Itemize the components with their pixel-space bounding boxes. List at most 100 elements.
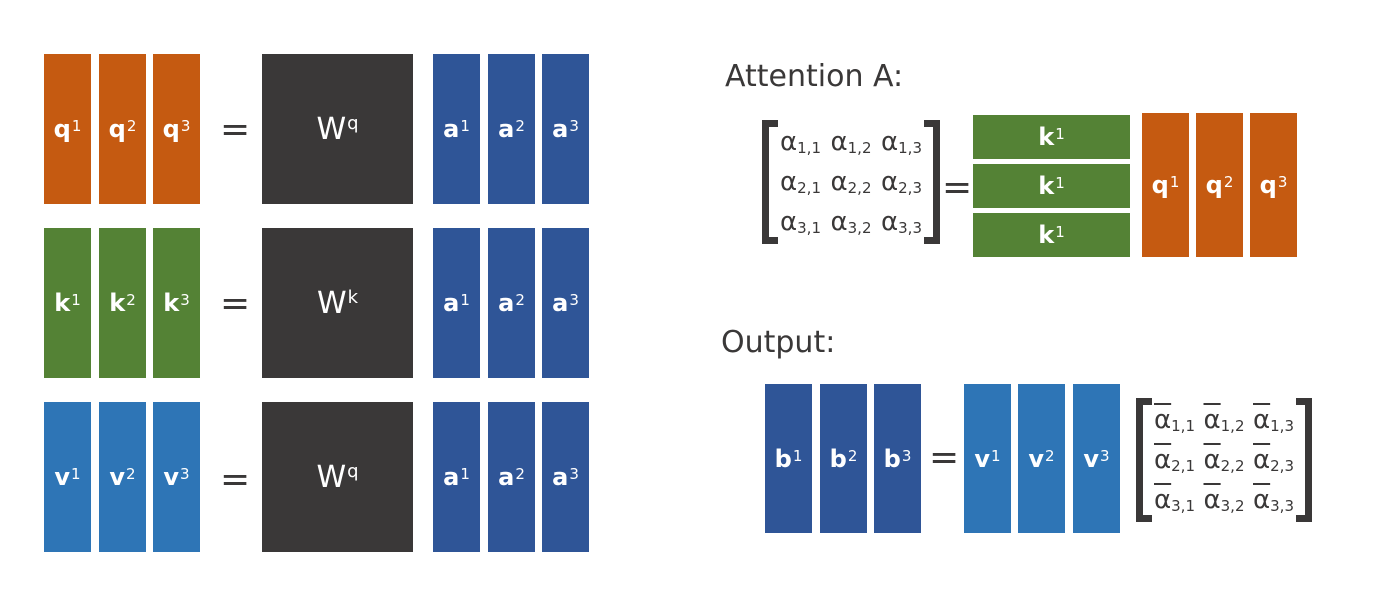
vector-superscript: 1 <box>71 291 81 309</box>
alpha-hat-cell: α1,3 <box>1253 404 1294 435</box>
vector-label: k <box>163 289 180 317</box>
equals-sign: = <box>220 109 251 150</box>
vector-superscript: 1 <box>792 446 803 465</box>
matrix-row: α1,1 α1,2 α1,3 <box>1154 398 1294 442</box>
vector-label: k <box>109 289 126 317</box>
matrix-label: W <box>316 459 347 495</box>
vector-label: q <box>1205 171 1223 199</box>
vector-superscript: 1 <box>1055 174 1065 192</box>
alpha-cell: α3,1 <box>780 206 821 237</box>
equals-sign: = <box>942 167 973 208</box>
vector-superscript: 1 <box>991 446 1001 465</box>
alpha-cell: α1,2 <box>830 126 872 157</box>
alpha-cell: α1,1 <box>780 126 821 157</box>
vector-superscript: 2 <box>515 291 525 309</box>
left-bracket <box>1136 398 1152 522</box>
matrix-superscript: q <box>347 460 359 482</box>
attention-matrix: α1,1 α1,2 α1,3 α2,1 α2,2 α2,3 α3,1 α3,2 … <box>762 120 940 244</box>
vector-label: v <box>1083 444 1100 473</box>
alpha-hat-cell: α2,2 <box>1203 444 1245 475</box>
vector-superscript: 2 <box>126 291 136 309</box>
vector-superscript: 1 <box>1055 223 1065 241</box>
vector-label: a <box>552 463 569 491</box>
equals-sign: = <box>220 283 251 324</box>
vector-superscript: 1 <box>71 117 82 135</box>
vector-label: a <box>443 115 460 143</box>
vector-superscript: 3 <box>1277 173 1288 191</box>
vector-superscript: 1 <box>71 465 81 483</box>
vector-label: b <box>883 444 901 473</box>
alpha-hat-cell: α1,2 <box>1203 404 1245 435</box>
vector-label: v <box>109 463 126 491</box>
vector-label: q <box>108 115 126 143</box>
equals-sign: = <box>929 437 960 478</box>
vector-label: b <box>774 444 792 473</box>
vector-superscript: 1 <box>1055 125 1065 143</box>
right-bracket <box>924 120 940 244</box>
vector-superscript: 1 <box>460 291 470 309</box>
matrix-row: α2,1 α2,2 α2,3 <box>780 160 922 204</box>
vector-superscript: 3 <box>180 465 190 483</box>
vector-superscript: 3 <box>901 446 912 465</box>
vector-superscript: 2 <box>847 446 858 465</box>
matrix-superscript: k <box>347 286 359 308</box>
alpha-cell: α2,3 <box>881 166 922 197</box>
vector-label: a <box>498 463 515 491</box>
vector-superscript: 3 <box>569 465 579 483</box>
matrix-label: W <box>316 285 347 321</box>
vector-superscript: 3 <box>1100 446 1110 465</box>
attention-heading: Attention A: <box>725 59 904 94</box>
vector-superscript: 2 <box>126 117 137 135</box>
alpha-cell: α3,2 <box>830 206 872 237</box>
vector-superscript: 2 <box>515 117 525 135</box>
vector-label: q <box>1259 171 1277 199</box>
vector-label: q <box>1151 171 1169 199</box>
equals-sign: = <box>220 459 251 500</box>
alpha-hat-cell: α2,3 <box>1253 444 1294 475</box>
matrix-superscript: q <box>347 112 359 134</box>
vector-label: b <box>829 444 847 473</box>
vector-superscript: 3 <box>569 117 579 135</box>
vector-label: a <box>498 115 515 143</box>
vector-label: a <box>552 115 569 143</box>
alpha-hat-cell: α2,1 <box>1154 444 1195 475</box>
alpha-hat-cell: α3,1 <box>1154 484 1195 515</box>
vector-superscript: 3 <box>569 291 579 309</box>
vector-superscript: 1 <box>1169 173 1180 191</box>
alpha-hat-cell: α3,2 <box>1203 484 1245 515</box>
vector-label: q <box>162 115 180 143</box>
vector-superscript: 1 <box>460 465 470 483</box>
matrix-row: α1,1 α1,2 α1,3 <box>780 120 922 164</box>
right-bracket <box>1296 398 1312 522</box>
vector-label: k <box>1038 172 1055 200</box>
matrix-row: α3,1 α3,2 α3,3 <box>1154 478 1294 522</box>
alpha-cell: α2,2 <box>830 166 872 197</box>
alpha-hat-cell: α3,3 <box>1253 484 1294 515</box>
